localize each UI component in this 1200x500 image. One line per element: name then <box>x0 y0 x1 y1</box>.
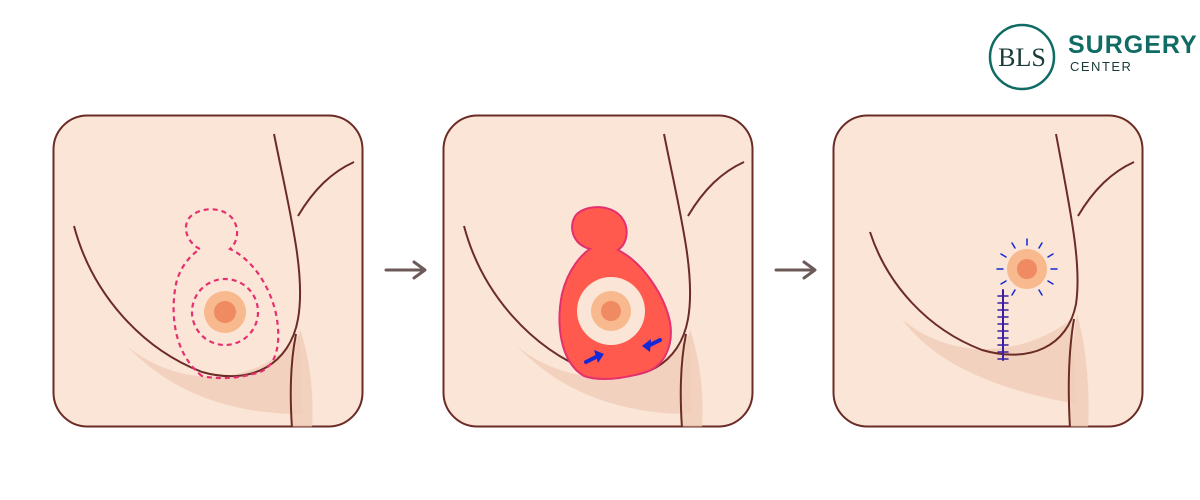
bls-logo-mark: BLS <box>988 23 1056 91</box>
breast-shadow <box>517 334 692 414</box>
armpit-line <box>1077 161 1135 217</box>
step-panel-incision-marking <box>52 114 364 428</box>
torso-shadow <box>292 329 313 427</box>
logo-subname: CENTER <box>1070 59 1133 74</box>
armpit-line <box>297 161 355 217</box>
torso-line <box>289 333 297 427</box>
periareolar-suture-marks <box>996 238 1058 296</box>
breast-shadow <box>902 319 1076 404</box>
incision-marking-outline <box>172 208 280 380</box>
breast-contour <box>869 133 1079 356</box>
logo-name: SURGERY <box>1068 31 1198 59</box>
breast-contour <box>73 133 302 378</box>
torso-line <box>679 333 687 427</box>
step-panel-closure <box>832 114 1144 428</box>
torso-shadow <box>682 329 703 427</box>
nipple <box>601 301 621 321</box>
step-arrow-icon <box>384 260 427 280</box>
tissue-pull-arrow-right-icon <box>642 338 662 352</box>
nipple <box>1017 259 1037 279</box>
armpit-line <box>687 161 745 217</box>
step-panel-tissue-removal <box>442 114 754 428</box>
step-arrow-icon <box>774 260 817 280</box>
torso-line <box>1067 318 1075 427</box>
bls-surgery-center-logo: BLS SURGERY CENTER <box>988 20 1197 94</box>
tissue-pull-arrow-left-icon <box>584 350 604 364</box>
vertical-suture-line <box>997 289 1009 361</box>
logo-monogram: BLS <box>998 43 1046 72</box>
breast-shadow <box>127 334 302 414</box>
nipple <box>214 301 236 323</box>
periareolar-marking <box>190 277 260 347</box>
torso-shadow <box>1070 314 1089 427</box>
logo-wordmark: SURGERY CENTER <box>1068 32 1198 76</box>
